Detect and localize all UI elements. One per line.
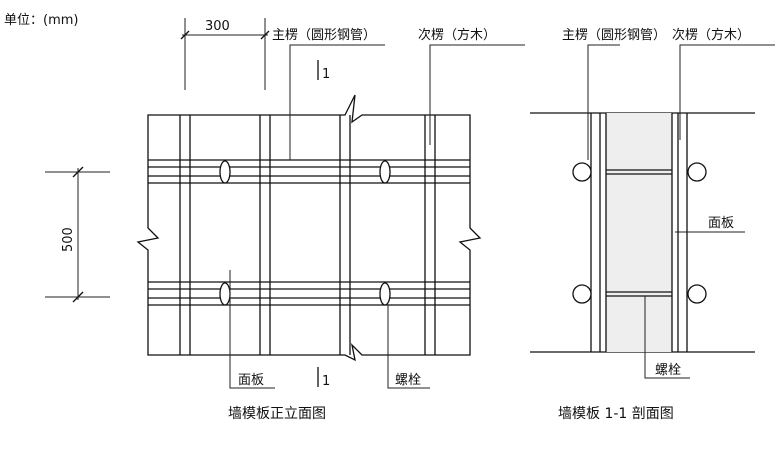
dimension-500: 500 bbox=[45, 166, 110, 303]
bolt-icons bbox=[219, 160, 391, 306]
coupler-icons bbox=[572, 162, 707, 304]
unit-label: 单位：(mm) bbox=[4, 13, 78, 28]
dim-500-text: 500 bbox=[61, 227, 76, 252]
label-main-beam: 主楞（圆形钢管） bbox=[272, 28, 376, 43]
label-panel: 面板 bbox=[238, 373, 264, 388]
wall-section: 主楞（圆形钢管） 次楞（方木） 面板 螺栓 墙模板 1-1 剖面图 bbox=[530, 27, 775, 422]
section-label-panel: 面板 bbox=[708, 216, 734, 231]
section-label-main-beam: 主楞（圆形钢管） bbox=[562, 28, 666, 43]
dim-300-text: 300 bbox=[205, 19, 230, 34]
section-label-secondary-beam: 次楞（方木） bbox=[672, 27, 750, 43]
label-secondary-beam: 次楞（方木） bbox=[418, 27, 496, 43]
section-mark-top: 1 bbox=[322, 67, 330, 82]
section-title: 墙模板 1-1 剖面图 bbox=[558, 406, 674, 422]
section-mark-bottom: 1 bbox=[322, 374, 330, 389]
wall-elevation: 300 500 bbox=[45, 18, 525, 422]
section-label-bolt: 螺栓 bbox=[655, 363, 681, 378]
label-bolt: 螺栓 bbox=[395, 373, 421, 388]
elevation-title: 墙模板正立面图 bbox=[228, 406, 326, 422]
dimension-300: 300 bbox=[180, 18, 270, 90]
